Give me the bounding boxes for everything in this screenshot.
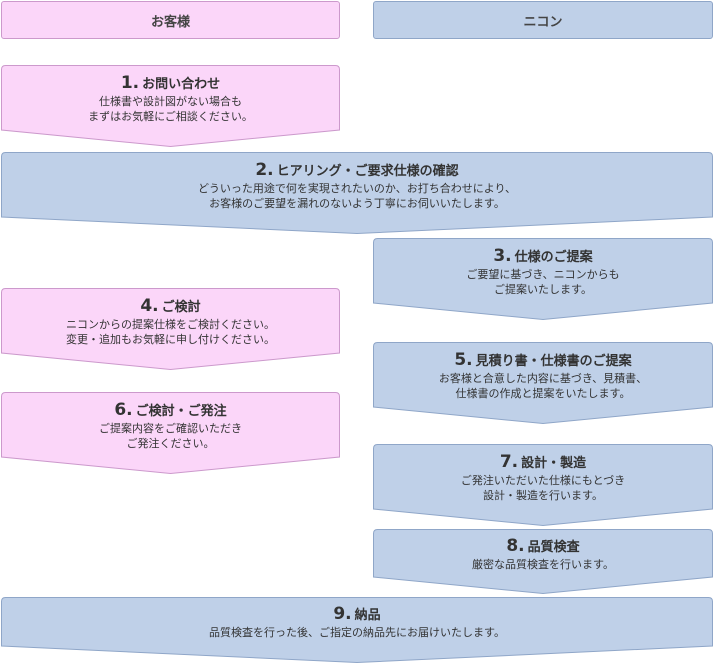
step-title-text: 設計・製造	[521, 456, 587, 471]
step-number: 6.	[114, 400, 133, 420]
step-5-description-line-1: お客様と合意した内容に基づき、見積書、	[438, 372, 648, 385]
step-8-description-line-1: 厳密な品質検査を行います。	[472, 558, 614, 571]
step-5-arrow-shape	[373, 342, 713, 425]
step-number: 8.	[506, 536, 525, 556]
step-number: 9.	[333, 604, 352, 624]
step-9-description-line-1: 品質検査を行った後、ご指定の納品先にお届けいたします。	[209, 626, 505, 639]
step-1-description-line-1: 仕様書や設計図がない場合も	[99, 95, 242, 108]
step-6-title: 6.ご検討・ご発注	[1, 401, 340, 421]
step-title-text: ご検討・ご発注	[135, 404, 227, 419]
step-1: 1.お問い合わせ仕様書や設計図がない場合もまずはお気軽にご相談ください。	[1, 65, 340, 148]
step-8: 8.品質検査厳密な品質検査を行います。	[373, 529, 713, 595]
step-1-arrow-shape	[1, 65, 340, 148]
step-6-arrow-shape	[1, 392, 340, 475]
step-number: 1.	[120, 73, 140, 93]
step-3-description-line-2: ご提案いたします。	[494, 283, 592, 296]
step-1-title: 1.お問い合わせ	[1, 74, 340, 94]
step-6-description-line-1: ご提案内容をご確認いただき	[99, 422, 242, 435]
step-title-text: 品質検査	[527, 540, 580, 555]
step-2-title: 2.ヒアリング・ご要求仕様の確認	[1, 161, 713, 181]
step-number: 2.	[255, 160, 274, 180]
step-title-text: 見積り書・仕様書のご提案	[475, 354, 632, 369]
step-7-description-line-2: 設計・製造を行います。	[483, 489, 603, 502]
step-3-title: 3.仕様のご提案	[373, 247, 713, 267]
step-2-description-line-2: お客様のご要望を漏れのないよう丁寧にお伺いいたします。	[209, 197, 505, 210]
step-4-description-line-1: ニコンからの提案仕様をご検討ください。	[66, 318, 275, 331]
step-4-description-line-2: 変更・追加もお気軽に申し付けください。	[66, 333, 275, 346]
step-number: 5.	[454, 350, 473, 370]
step-5: 5.見積り書・仕様書のご提案お客様と合意した内容に基づき、見積書、仕様書の作成と…	[373, 342, 713, 425]
step-4-arrow-shape	[1, 288, 340, 371]
step-7: 7.設計・製造ご発注いただいた仕様にもとづき設計・製造を行います。	[373, 444, 713, 527]
step-7-description-line-1: ご発注いただいた仕様にもとづき	[460, 474, 626, 487]
nikon-column-header: ニコン	[373, 1, 713, 39]
step-number: 3.	[493, 246, 512, 266]
step-2: 2.ヒアリング・ご要求仕様の確認どういった用途で何を実現されたいのか、お打ち合わ…	[1, 152, 713, 235]
step-title-text: お問い合わせ	[142, 77, 221, 92]
step-3-arrow-shape	[373, 238, 713, 321]
step-number: 7.	[499, 452, 519, 472]
step-2-arrow-shape	[1, 152, 713, 235]
step-1-description-line-2: まずはお気軽にご相談ください。	[88, 110, 253, 123]
step-5-description-line-2: 仕様書の作成と提案をいたします。	[455, 387, 631, 400]
customer-column-header: お客様	[1, 1, 340, 39]
step-title-text: ヒアリング・ご要求仕様の確認	[276, 164, 459, 179]
step-7-arrow-shape	[373, 444, 713, 527]
step-3: 3.仕様のご提案ご要望に基づき、ニコンからもご提案いたします。	[373, 238, 713, 321]
step-title-text: 仕様のご提案	[514, 250, 593, 265]
step-title-text: 納品	[354, 608, 381, 623]
step-4-title: 4.ご検討	[1, 297, 340, 317]
step-9-title: 9.納品	[1, 605, 713, 625]
step-6-description-line-2: ご発注ください。	[126, 437, 215, 450]
step-title-text: ご検討	[161, 300, 201, 315]
step-number: 4.	[140, 296, 159, 316]
step-4: 4.ご検討ニコンからの提案仕様をご検討ください。変更・追加もお気軽に申し付けくだ…	[1, 288, 340, 371]
step-7-title: 7.設計・製造	[373, 453, 713, 473]
step-3-description-line-1: ご要望に基づき、ニコンからも	[466, 268, 620, 281]
step-8-arrow-shape	[373, 529, 713, 595]
step-9: 9.納品品質検査を行った後、ご指定の納品先にお届けいたします。	[1, 597, 713, 664]
step-9-arrow-shape	[1, 597, 713, 664]
step-6: 6.ご検討・ご発注ご提案内容をご確認いただきご発注ください。	[1, 392, 340, 475]
step-8-title: 8.品質検査	[373, 537, 713, 557]
step-5-title: 5.見積り書・仕様書のご提案	[373, 351, 713, 371]
step-2-description-line-1: どういった用途で何を実現されたいのか、お打ち合わせにより、	[197, 182, 517, 195]
